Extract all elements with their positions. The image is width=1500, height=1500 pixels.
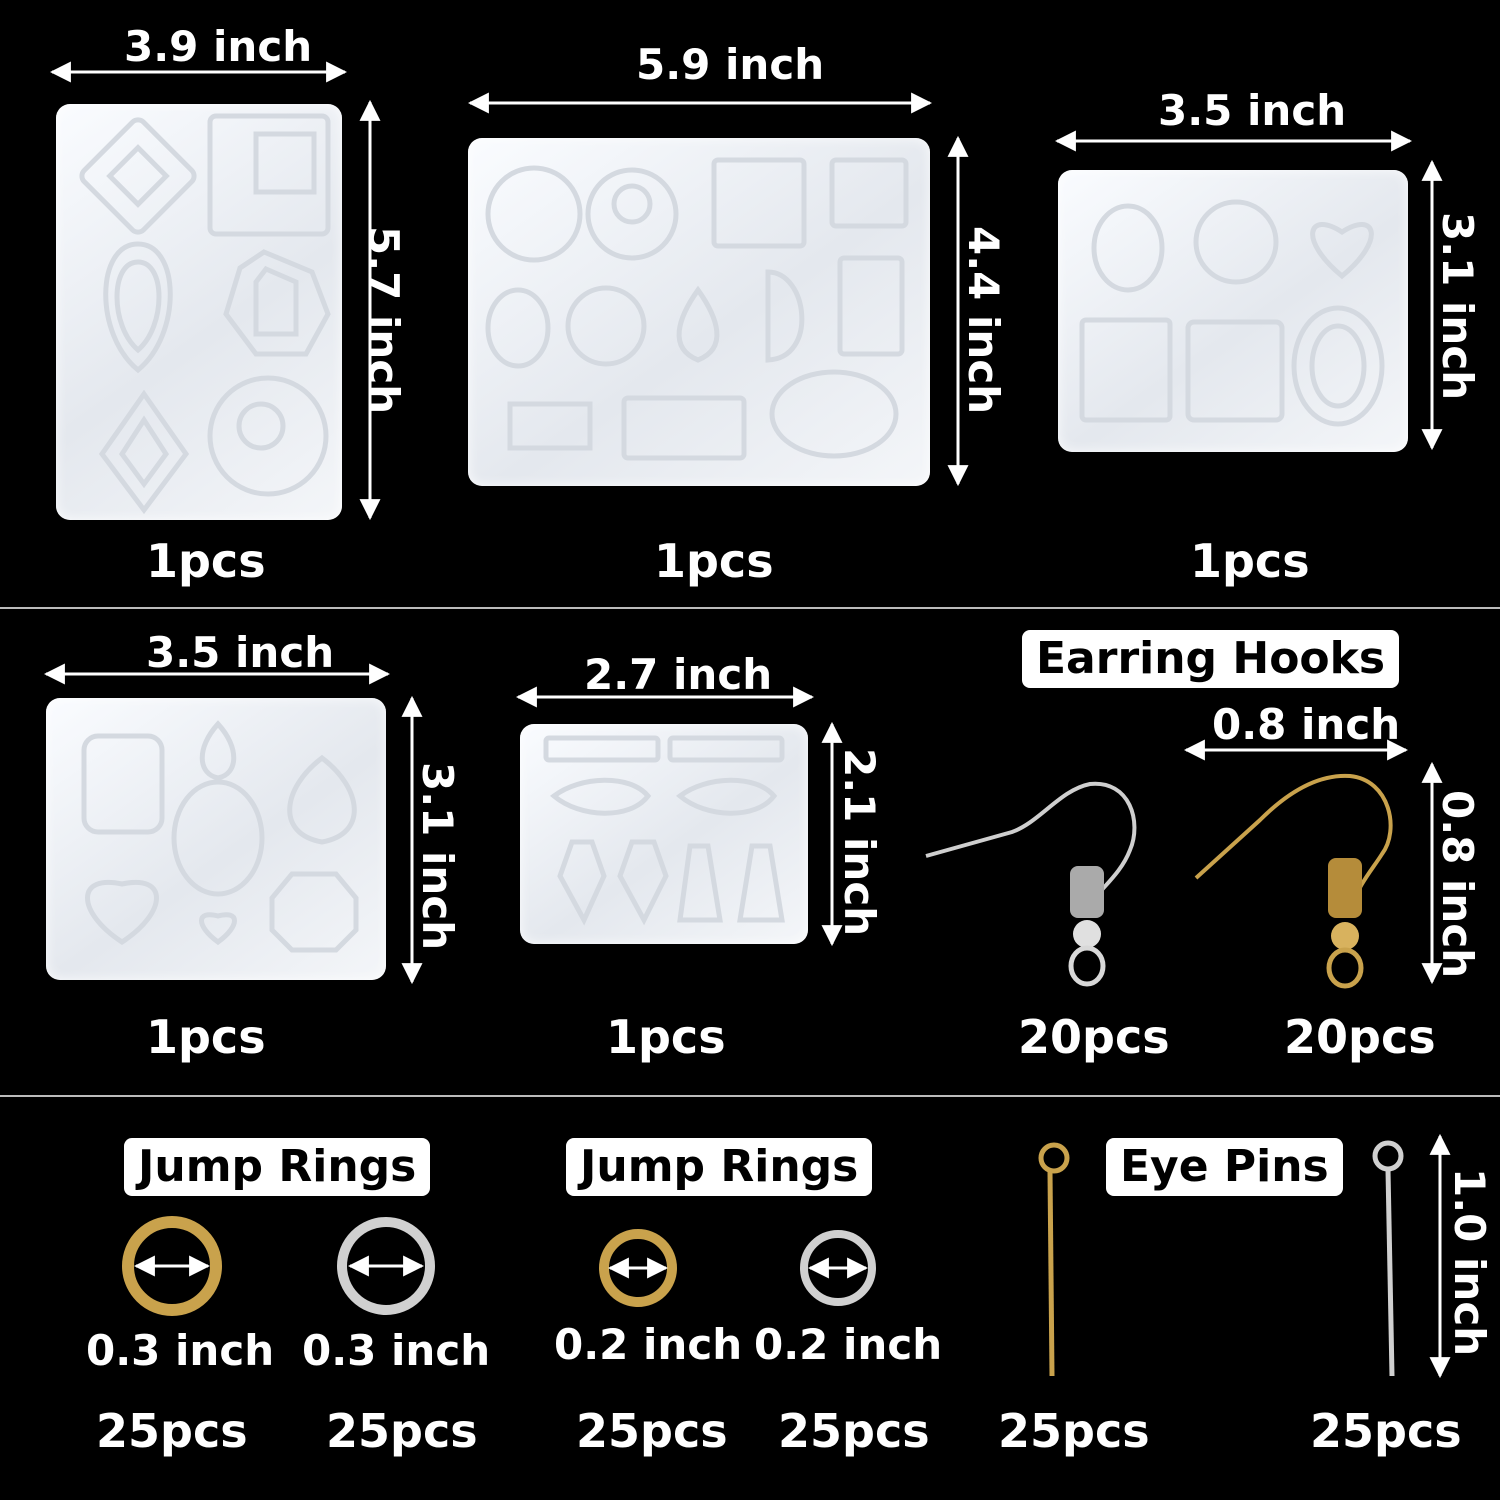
large-silver-ring-quantity: 25pcs xyxy=(326,1404,478,1458)
eye-pins-title: Eye Pins xyxy=(1106,1138,1343,1196)
row-divider-top xyxy=(0,607,1500,609)
mold-d-cavities xyxy=(81,720,359,953)
mold-c-quantity: 1pcs xyxy=(1190,534,1310,588)
earring-hooks-width-label: 0.8 inch xyxy=(1212,700,1401,749)
mold-c-height-label: 3.1 inch xyxy=(1433,212,1482,401)
mold-c-cavities xyxy=(1079,199,1385,427)
mold-d-quantity: 1pcs xyxy=(146,1010,266,1064)
silver-eye-pin-icon xyxy=(1372,1140,1404,1377)
silver-earring-hook-icon xyxy=(925,781,1137,987)
mold-a-height-label: 5.7 inch xyxy=(359,226,408,415)
large-gold-ring-size: 0.3 inch xyxy=(86,1326,275,1375)
mold-b xyxy=(468,138,930,486)
mold-b-cavities xyxy=(485,157,909,461)
mold-c xyxy=(1058,170,1408,452)
mold-b-quantity: 1pcs xyxy=(654,534,774,588)
mold-e-quantity: 1pcs xyxy=(606,1010,726,1064)
mold-a-cavities xyxy=(79,113,331,515)
mold-e-width-label: 2.7 inch xyxy=(584,650,773,699)
mold-d xyxy=(46,698,386,980)
mold-a xyxy=(56,104,342,520)
small-gold-ring-size: 0.2 inch xyxy=(554,1320,743,1369)
mold-e-height-label: 2.1 inch xyxy=(835,748,884,937)
mold-e-cavities xyxy=(543,735,785,926)
eye-pin-length-label: 1.0 inch xyxy=(1445,1168,1494,1357)
jump-rings-small-title: Jump Rings xyxy=(566,1138,873,1196)
large-silver-ring-size: 0.3 inch xyxy=(302,1326,491,1375)
gold-earring-hook-icon xyxy=(1194,773,1393,989)
row-divider-bottom xyxy=(0,1095,1500,1097)
small-silver-ring-quantity: 25pcs xyxy=(778,1404,930,1458)
large-gold-ring-quantity: 25pcs xyxy=(96,1404,248,1458)
silver-eye-pin-quantity: 25pcs xyxy=(1310,1404,1462,1458)
gold-earring-hooks-quantity: 20pcs xyxy=(1284,1010,1436,1064)
jump-rings-large-title: Jump Rings xyxy=(124,1138,431,1196)
small-gold-ring-quantity: 25pcs xyxy=(576,1404,728,1458)
mold-e xyxy=(520,724,808,944)
mold-a-quantity: 1pcs xyxy=(146,534,266,588)
small-silver-ring-size: 0.2 inch xyxy=(754,1320,943,1369)
mold-b-width-label: 5.9 inch xyxy=(636,40,825,89)
earring-hooks-height-label: 0.8 inch xyxy=(1433,790,1482,979)
small-jump-rings-icon xyxy=(599,1229,876,1307)
mold-b-height-label: 4.4 inch xyxy=(959,226,1008,415)
mold-d-width-label: 3.5 inch xyxy=(146,628,335,677)
silver-earring-hooks-quantity: 20pcs xyxy=(1018,1010,1170,1064)
mold-c-width-label: 3.5 inch xyxy=(1158,86,1347,135)
mold-d-height-label: 3.1 inch xyxy=(413,762,462,951)
large-jump-rings-icon xyxy=(122,1216,435,1316)
gold-eye-pin-quantity: 25pcs xyxy=(998,1404,1150,1458)
gold-eye-pin-icon xyxy=(1038,1142,1070,1377)
earring-hooks-title: Earring Hooks xyxy=(1022,630,1400,688)
